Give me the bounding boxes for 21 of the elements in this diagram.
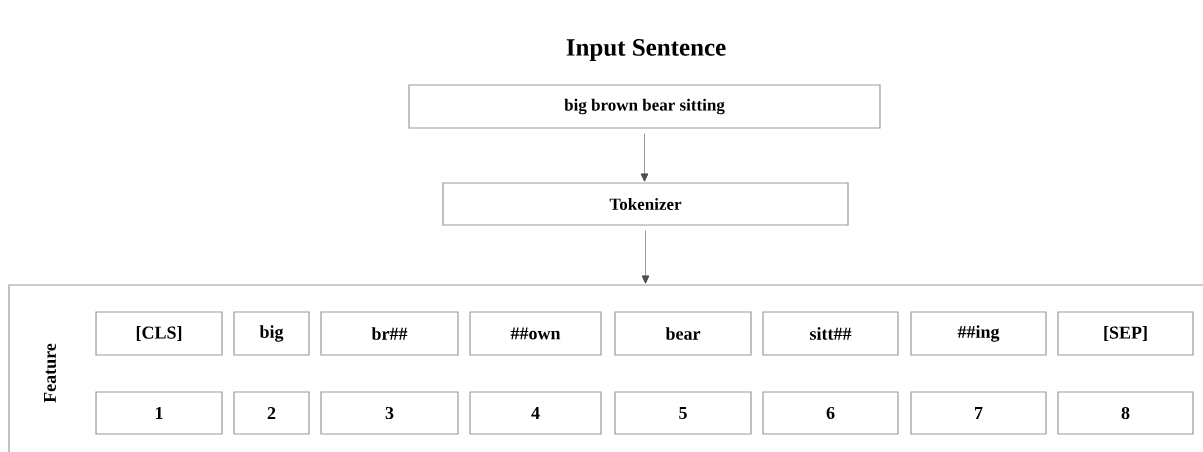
token-box: 3 xyxy=(320,391,459,435)
token-box: 5 xyxy=(614,391,752,435)
token-box: 1 xyxy=(95,391,223,435)
arrow xyxy=(641,230,650,284)
token-box: [CLS] xyxy=(95,311,223,356)
arrow xyxy=(640,133,649,182)
process-box: big brown bear sitting xyxy=(408,84,881,129)
token-box: 7 xyxy=(910,391,1047,435)
token-box: 8 xyxy=(1057,391,1194,435)
title: Input Sentence xyxy=(566,39,726,61)
token-box: 2 xyxy=(233,391,310,435)
token-box: big xyxy=(233,311,310,356)
token-box: ##own xyxy=(469,311,602,356)
token-box: ##ing xyxy=(910,311,1047,356)
token-box: br## xyxy=(320,311,459,356)
token-box: 4 xyxy=(469,391,602,435)
token-box: [SEP] xyxy=(1057,311,1194,356)
token-box: bear xyxy=(614,311,752,356)
token-box: sitt## xyxy=(762,311,899,356)
token-box: 6 xyxy=(762,391,899,435)
process-box: Tokenizer xyxy=(442,182,849,226)
